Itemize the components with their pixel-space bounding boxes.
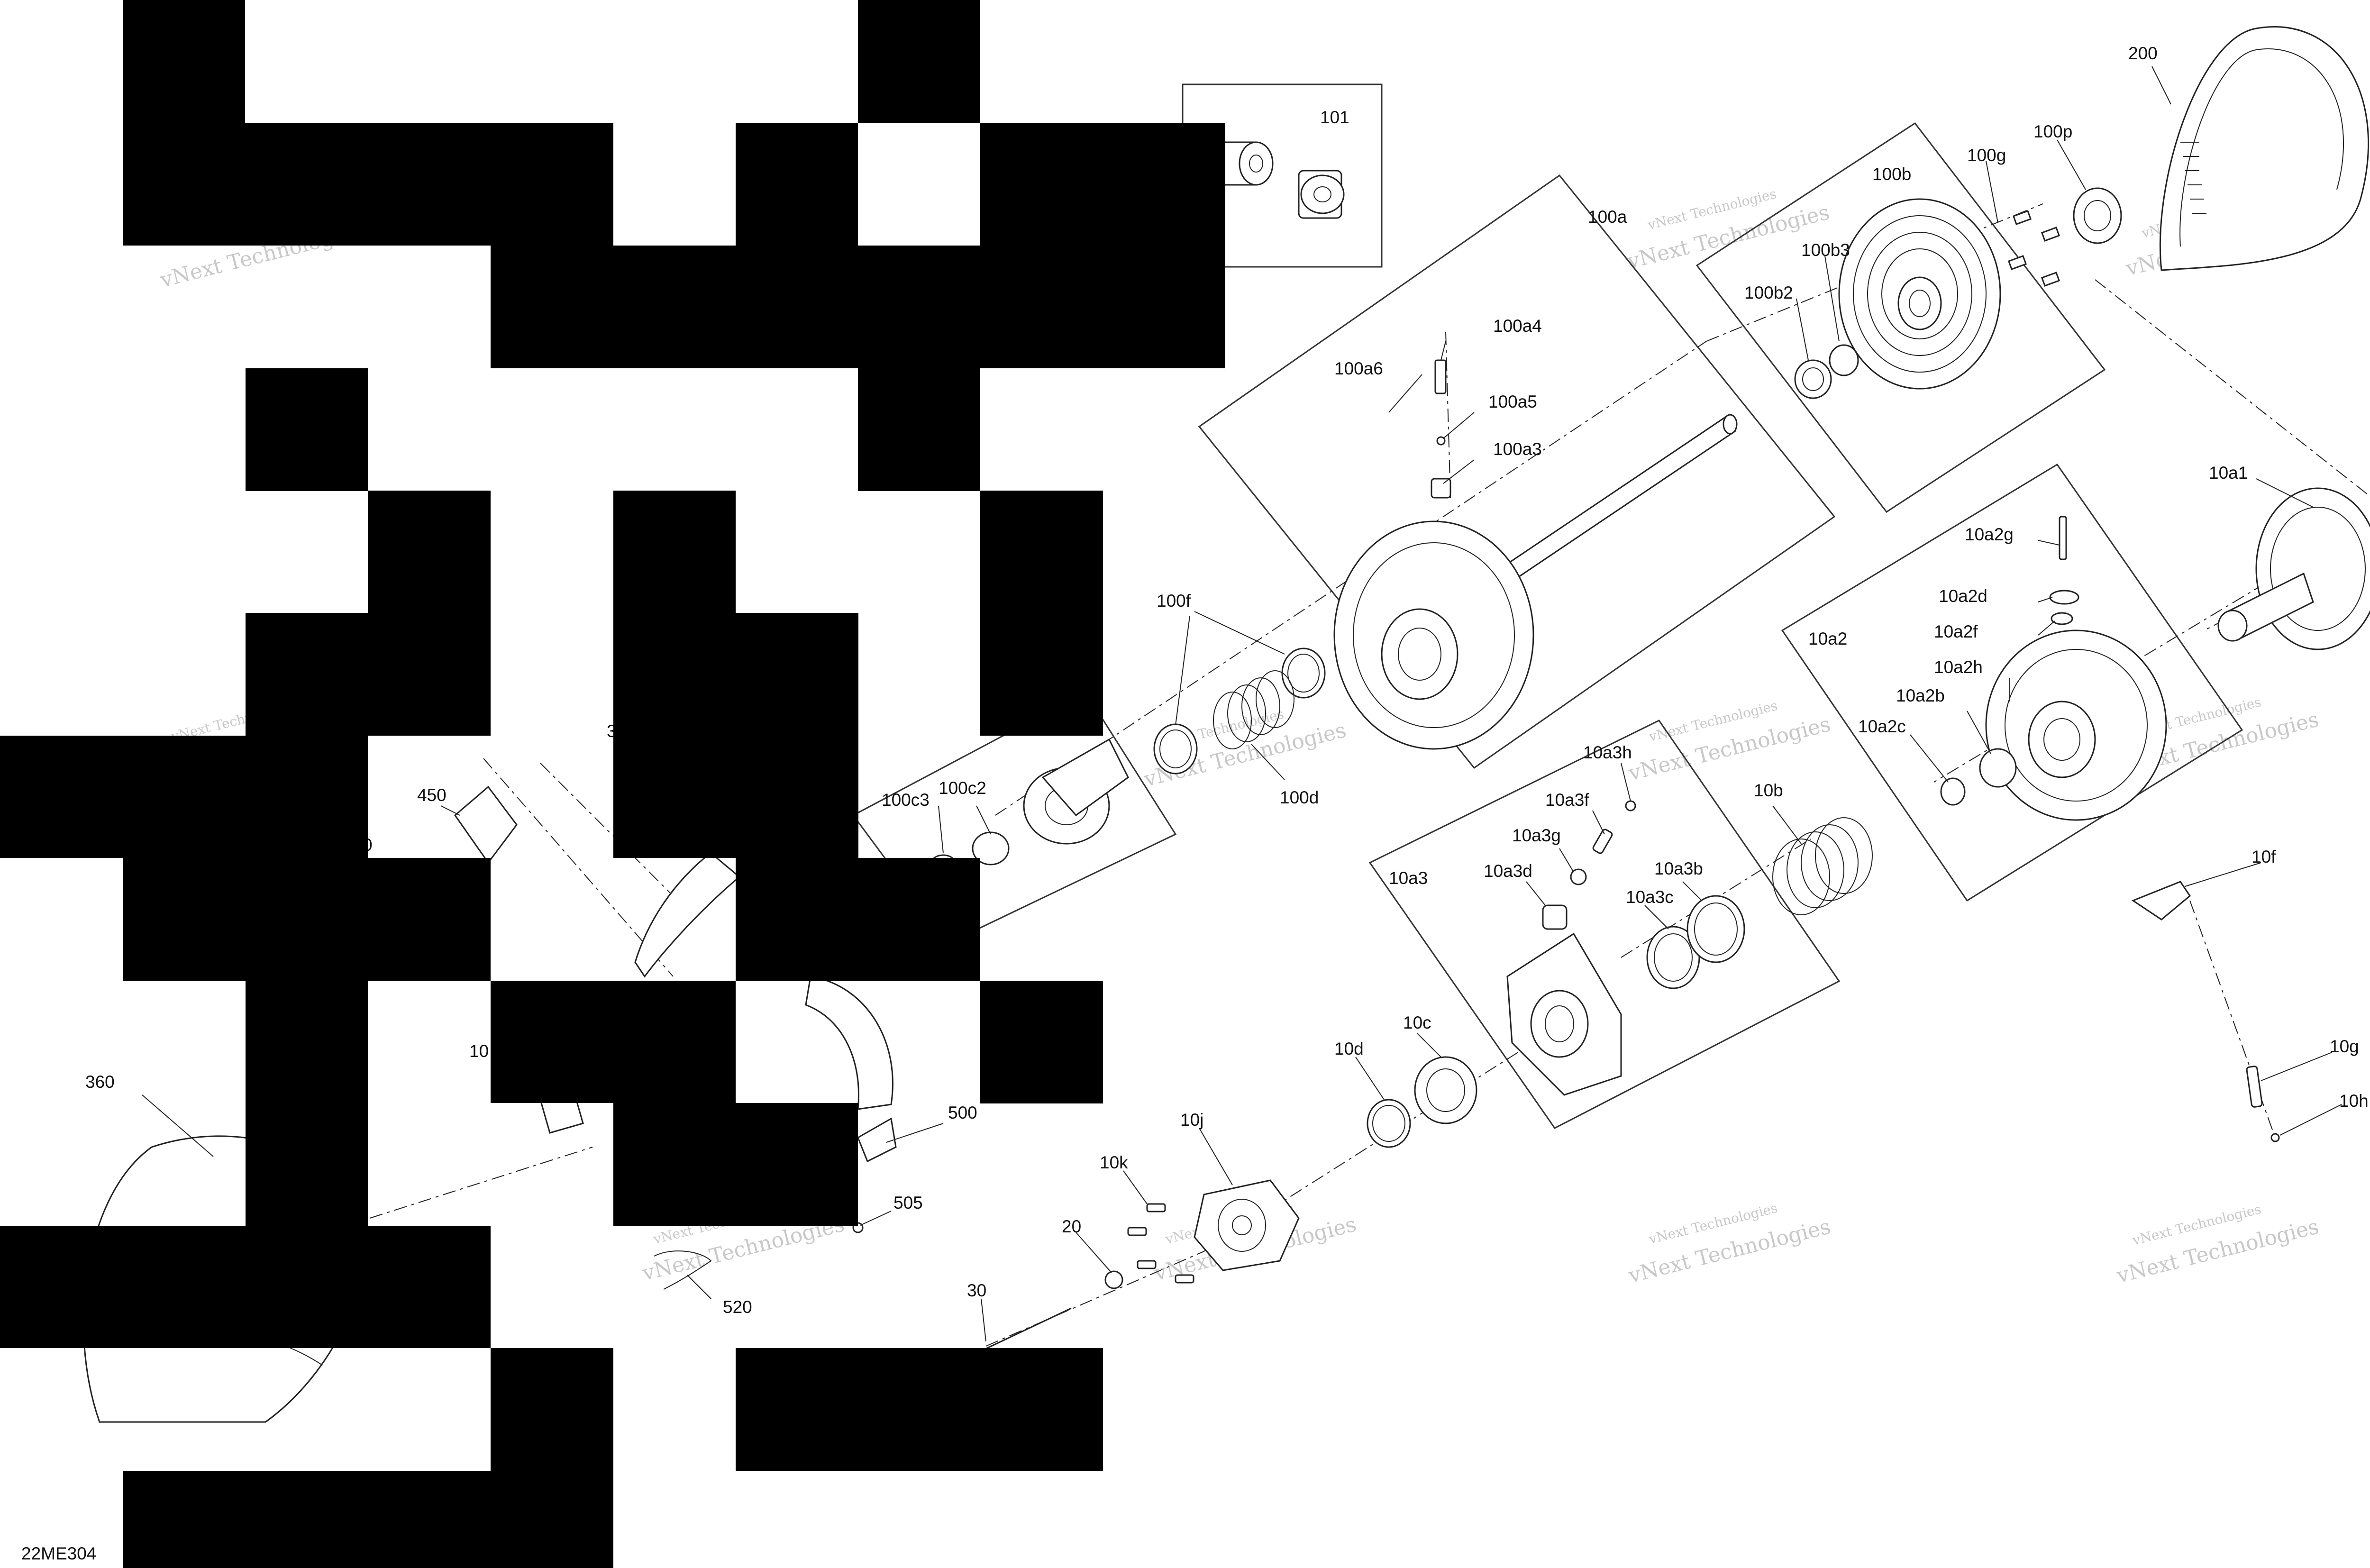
callout-10h: 10h (2339, 1091, 2369, 1111)
callout-10a3b: 10a3b (1654, 859, 1703, 878)
callout-100p: 100p (2033, 122, 2072, 141)
callout-10j: 10j (1180, 1110, 1203, 1130)
callout-10a2h: 10a2h (1934, 657, 1983, 677)
callout-100b: 100b (1872, 164, 1911, 184)
part-200-belt (2159, 26, 2369, 271)
parts (82, 26, 2370, 1423)
callout-10c: 10c (1403, 1013, 1431, 1032)
box-10a3 (1368, 720, 1841, 1129)
callout-10d: 10d (1334, 1039, 1364, 1058)
callout-10a3h: 10a3h (1583, 743, 1632, 762)
part-100b-sheave (1794, 198, 2001, 399)
callout-520: 520 (723, 1297, 752, 1317)
part-10b-spring (1772, 817, 1873, 915)
callout-10a1: 10a1 (2209, 463, 2248, 483)
callout-360: 360 (85, 1072, 115, 1092)
part-10a3-spider (1506, 800, 1745, 1096)
callout-10k: 10k (1100, 1153, 1128, 1172)
callout-10a2g: 10a2g (1965, 525, 2014, 544)
part-100f-100d (1153, 647, 1326, 775)
callout-10a2b: 10a2b (1896, 686, 1945, 705)
callout-100a4: 100a4 (1493, 316, 1542, 336)
drawing-code: 22ME304 (21, 1544, 96, 1563)
callout-100c3: 100c3 (882, 790, 930, 810)
part-10a1 (2217, 487, 2370, 650)
part-10f-10g-10h (2131, 881, 2280, 1142)
callout-505: 505 (893, 1193, 923, 1212)
callout-10a2d: 10a2d (1939, 586, 1987, 606)
box-100b (1695, 122, 2106, 513)
callout-20: 20 (1062, 1217, 1081, 1236)
callout-10a3g: 10a3g (1512, 826, 1561, 845)
part-10c-10d (1367, 1056, 1477, 1148)
callout-10g: 10g (2330, 1037, 2359, 1056)
callout-100a: 100a (1588, 207, 1627, 227)
callout-10-partial: 10 (469, 1041, 489, 1061)
callout-10a3: 10a3 (1389, 868, 1428, 888)
callout-100g: 100g (1967, 146, 2006, 165)
callout-100a5: 100a5 (1488, 392, 1537, 411)
part-10a2 (1940, 516, 2167, 821)
redaction-overlay (0, 0, 1225, 1568)
callout-10a2: 10a2 (1808, 629, 1847, 648)
callout-100f: 100f (1157, 591, 1191, 611)
callout-10a2f: 10a2f (1934, 622, 1978, 641)
callout-10a3f: 10a3f (1545, 790, 1589, 810)
callout-30: 30 (967, 1281, 986, 1300)
callout-200: 200 (2128, 44, 2158, 63)
callout-10a3d: 10a3d (1484, 861, 1532, 881)
callout-450: 450 (417, 785, 447, 805)
leader-lines (142, 66, 2342, 1342)
callout-10a3c: 10a3c (1626, 887, 1674, 907)
part-100a-shaft (1333, 359, 1738, 750)
callout-100b3: 100b3 (1801, 240, 1850, 260)
callout-500: 500 (948, 1103, 977, 1122)
box-10a2 (1781, 463, 2243, 902)
callout-101: 101 (1320, 108, 1349, 127)
callout-100a6: 100a6 (1334, 359, 1383, 378)
part-101-rollers (1217, 141, 1345, 219)
callout-10f: 10f (2252, 847, 2276, 866)
callout-100a3: 100a3 (1493, 439, 1542, 459)
callout-10b: 10b (1754, 781, 1783, 800)
part-100g-100p (2007, 187, 2122, 287)
callout-100c2: 100c2 (939, 778, 986, 798)
callout-100d: 100d (1280, 788, 1319, 807)
callout-10a2c: 10a2c (1858, 717, 1906, 736)
callout-100b2: 100b2 (1744, 283, 1793, 302)
part-10j-10k-20-30 (981, 1179, 1300, 1352)
